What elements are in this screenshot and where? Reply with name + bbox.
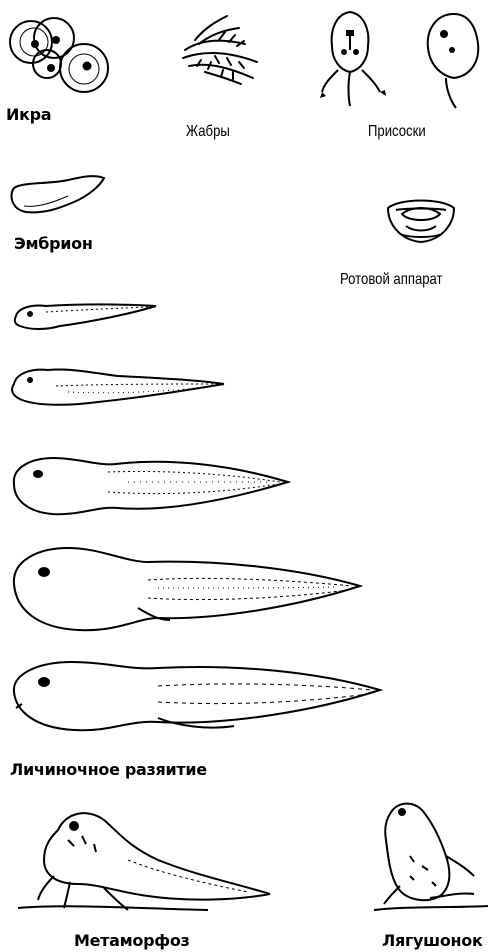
tadpole-stage-1 (10, 296, 160, 336)
frog-eggs-illustration (6, 14, 112, 96)
metamorphosis-illustration (8, 800, 276, 916)
label-gills: Жабры (186, 124, 230, 140)
tadpole-stage-5 (8, 656, 382, 736)
froglet-illustration (370, 796, 492, 916)
label-suckers: Присоски (368, 124, 426, 140)
label-mouthparts: Ротовой аппарат (340, 272, 443, 288)
label-metamorphosis: Метаморфоз (74, 933, 190, 949)
suckers-illustration (320, 6, 492, 110)
label-froglet: Лягушонок (382, 933, 483, 949)
label-embryo: Эмбрион (14, 236, 93, 252)
tadpole-stage-2 (8, 362, 226, 410)
tadpole-stage-3 (8, 446, 290, 520)
gills-illustration (175, 10, 265, 86)
tadpole-stage-4 (8, 540, 362, 634)
label-eggs: Икра (6, 107, 51, 123)
embryo-illustration (8, 172, 108, 220)
mouthparts-illustration (382, 194, 460, 246)
label-larval-development: Личиночное разяитие (10, 762, 207, 778)
